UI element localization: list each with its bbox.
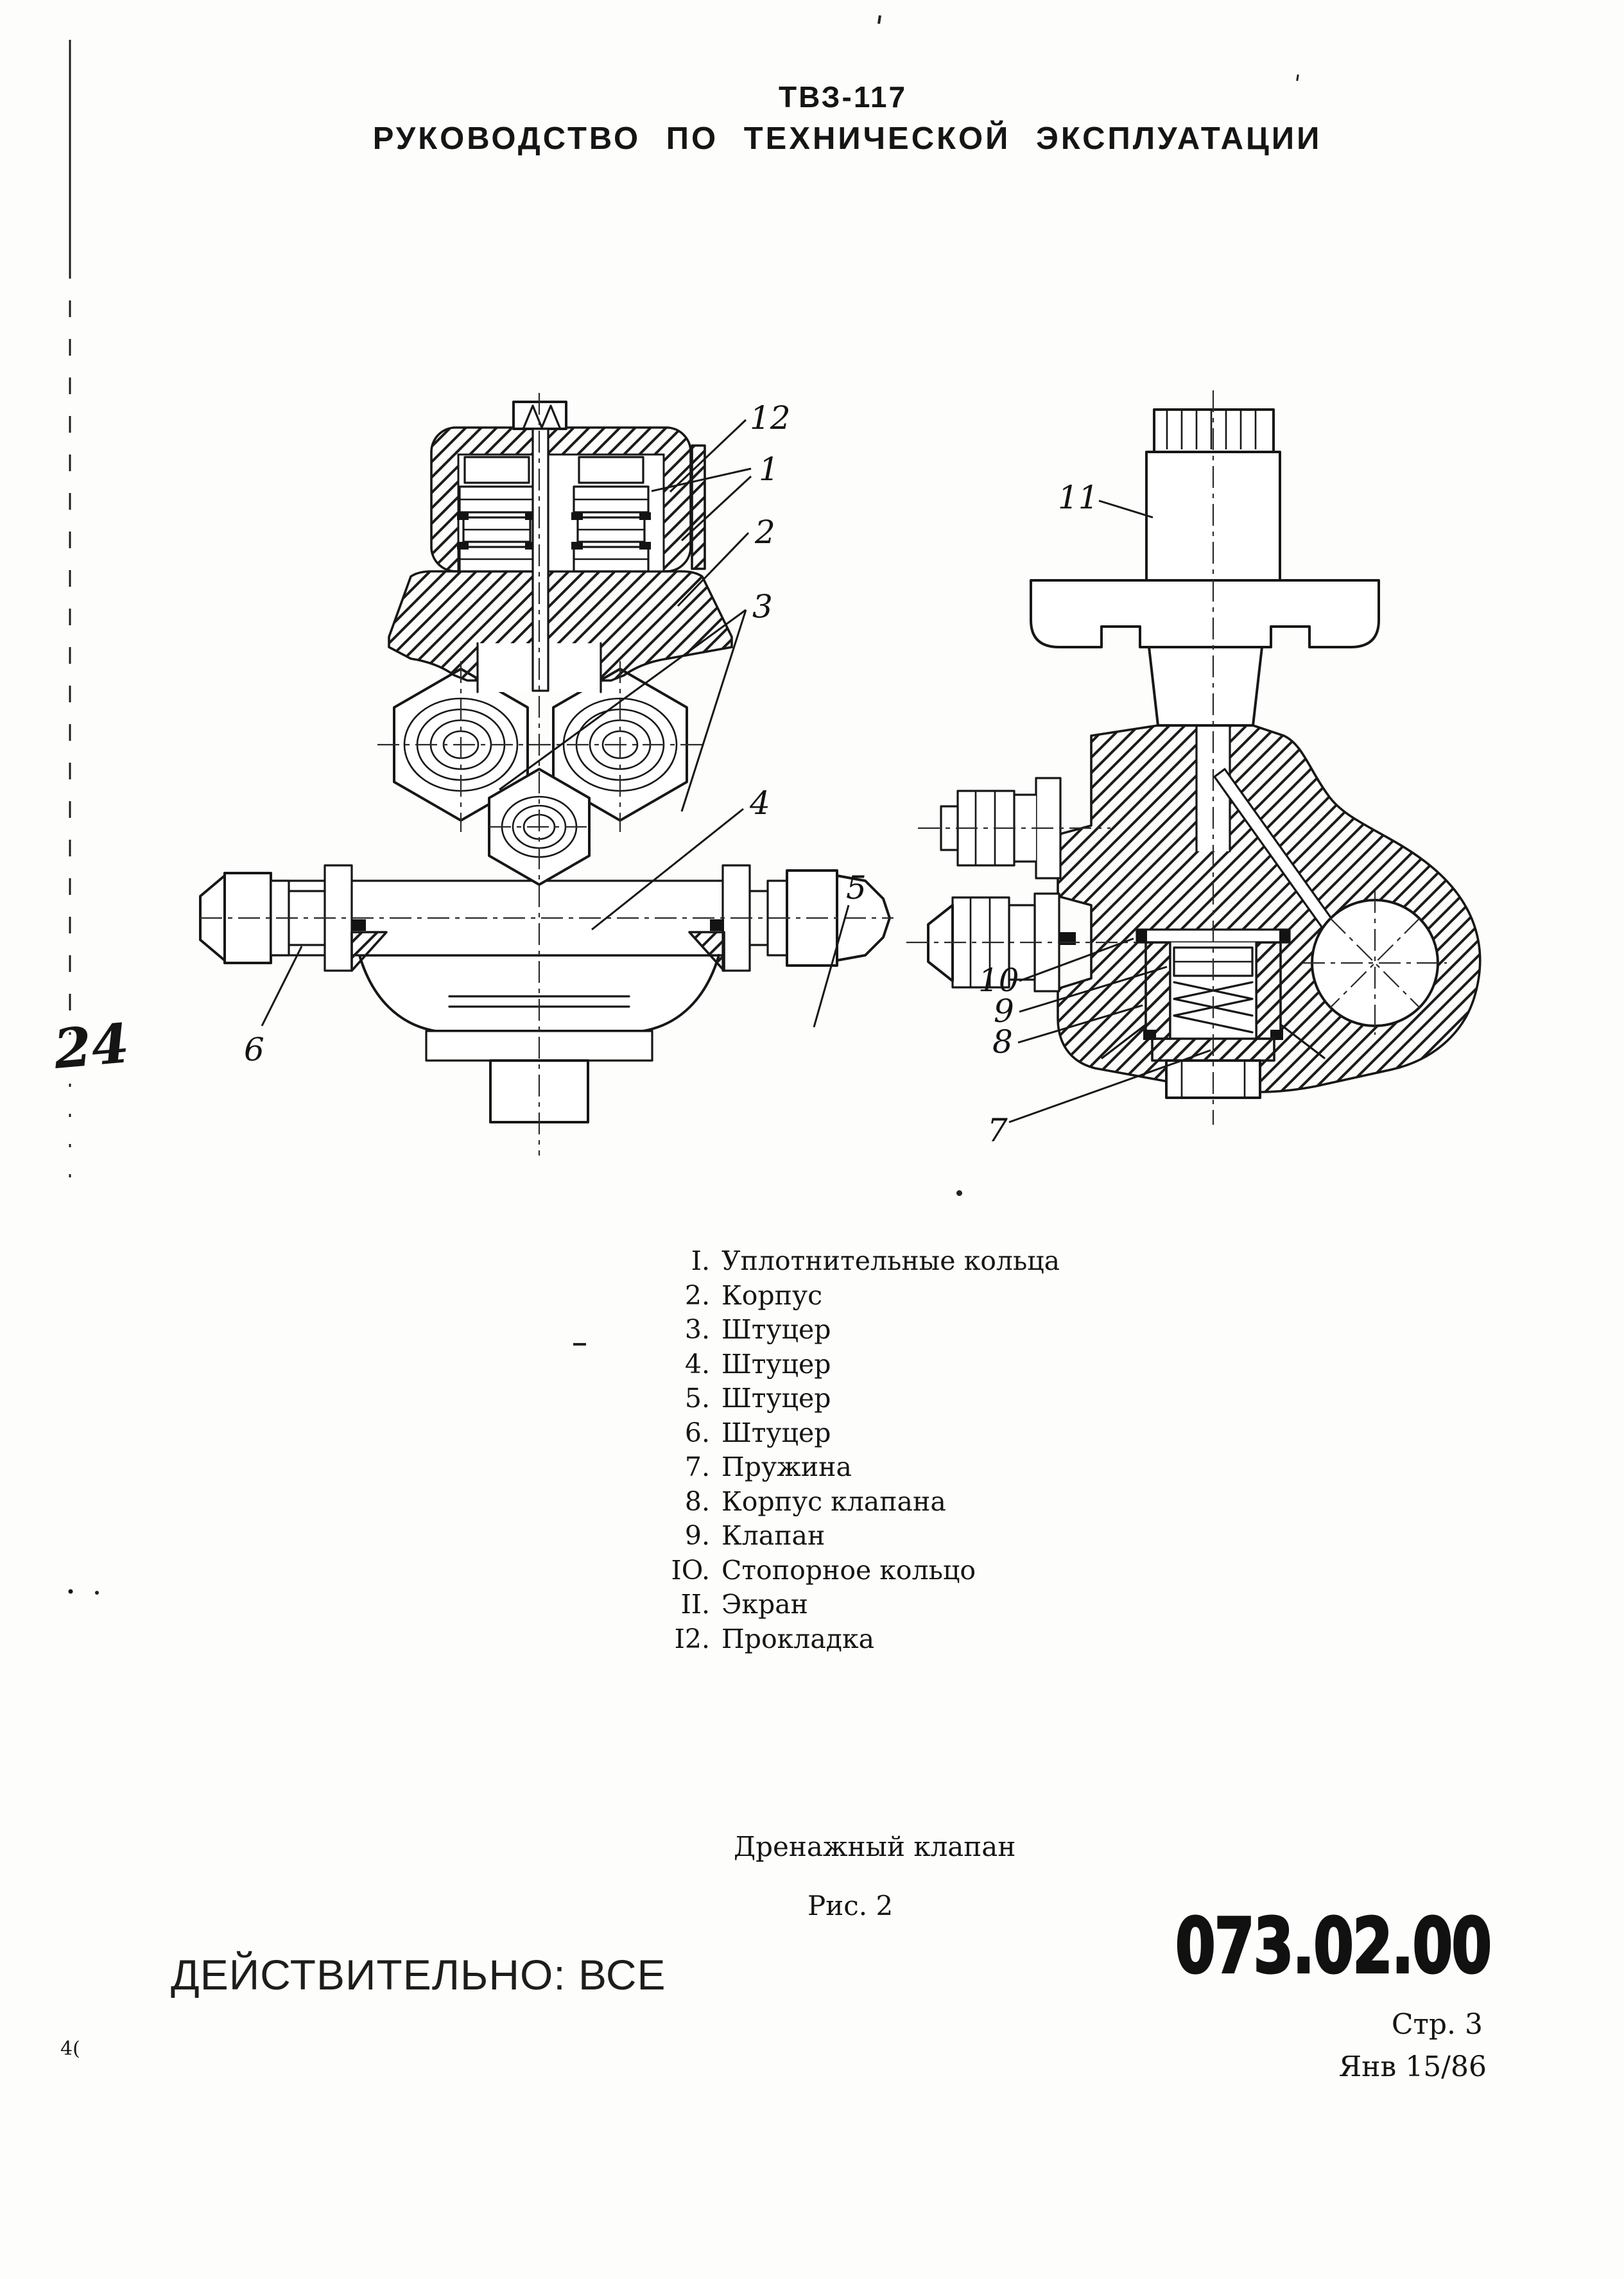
parts-list-item: 3. Штуцер [647, 1313, 1060, 1347]
handwritten-page-number: 24 [51, 1011, 132, 1081]
parts-list-item: 5. Штуцер [647, 1382, 1060, 1416]
callout-5: 5 [846, 869, 867, 906]
callout-9: 9 [994, 992, 1014, 1030]
parts-list-item: I. Уплотнительные кольца [647, 1244, 1060, 1279]
part-label: Корпус клапана [721, 1486, 946, 1517]
part-label: Прокладка [721, 1623, 875, 1654]
parts-list-item: 6. Штуцер [647, 1416, 1060, 1451]
part-number: 9. [684, 1520, 710, 1551]
callout-leaders [261, 419, 1211, 1123]
parts-list: I. Уплотнительные кольца 2. Корпус 3. Штуце… [647, 1244, 1060, 1656]
parts-list-item: IO. Стопорное кольцо [647, 1554, 1060, 1588]
revision-date: Янв 15/86 [1338, 2050, 1487, 2083]
part-label: Штуцер [721, 1417, 831, 1448]
callout-12: 12 [750, 399, 791, 437]
callout-11: 11 [1058, 479, 1099, 516]
callout-6: 6 [244, 1031, 264, 1068]
figure-caption-number: Рис. 2 [808, 1890, 894, 1921]
part-label: Стопорное кольцо [721, 1554, 976, 1586]
part-number: 3. [684, 1314, 710, 1345]
scan-speck [956, 1190, 962, 1196]
parts-list-item: I2. Прокладка [647, 1622, 1060, 1657]
validity-note: ДЕЙСТВИТЕЛЬНО: ВСЕ [171, 1951, 666, 1998]
scan-speck [95, 1591, 99, 1595]
part-number: II. [680, 1589, 710, 1620]
callout-3: 3 [752, 588, 773, 625]
part-label: Штуцер [721, 1314, 831, 1345]
part-number: 4. [684, 1348, 710, 1380]
callout-labels: 12 1 2 3 4 5 6 11 10 9 8 7 [244, 399, 1099, 1149]
part-label: Корпус [721, 1279, 823, 1311]
part-number: 8. [684, 1486, 710, 1517]
parts-list-item: 8. Корпус клапана [647, 1485, 1060, 1520]
part-number: 7. [684, 1451, 710, 1482]
part-label: Экран [721, 1589, 809, 1620]
parts-list-item: 2. Корпус [647, 1279, 1060, 1313]
part-number: I2. [674, 1623, 710, 1654]
part-label: Штуцер [721, 1348, 831, 1380]
part-number: 2. [684, 1279, 710, 1311]
doc-model-title: ТВЗ-117 [778, 80, 908, 114]
callout-8: 8 [992, 1023, 1013, 1061]
part-number: 6. [684, 1417, 710, 1448]
callout-1: 1 [759, 451, 779, 488]
parts-list-item: 4. Штуцер [647, 1347, 1060, 1382]
part-label: Штуцер [721, 1383, 831, 1414]
right-view-cross-section [906, 390, 1481, 1125]
scan-speck [573, 1343, 586, 1346]
margin-rule [68, 40, 73, 1594]
callout-7: 7 [987, 1112, 1008, 1149]
part-label: Клапан [721, 1520, 825, 1551]
document-number: 073.02.00 [1174, 1902, 1492, 1990]
parts-list-item: 9. Клапан [647, 1519, 1060, 1554]
left-view-front-section [199, 393, 894, 1156]
callout-4: 4 [749, 784, 770, 822]
corner-mark: 4( [60, 2038, 80, 2060]
callout-10: 10 [978, 962, 1019, 999]
doc-manual-title: РУКОВОДСТВО ПО ТЕХНИЧЕСКОЙ ЭКСПЛУАТАЦИИ [372, 121, 1322, 156]
figure-caption-title: Дренажный клапан [734, 1831, 1016, 1862]
part-number: I. [691, 1245, 710, 1276]
page-number: Стр. 3 [1391, 2008, 1483, 2041]
part-number: IO. [671, 1554, 710, 1586]
parts-list-item: 7. Пружина [647, 1450, 1060, 1485]
part-number: 5. [684, 1383, 710, 1414]
part-label: Уплотнительные кольца [721, 1245, 1060, 1276]
callout-2: 2 [754, 514, 775, 551]
parts-list-item: II. Экран [647, 1588, 1060, 1622]
part-label: Пружина [721, 1451, 852, 1482]
